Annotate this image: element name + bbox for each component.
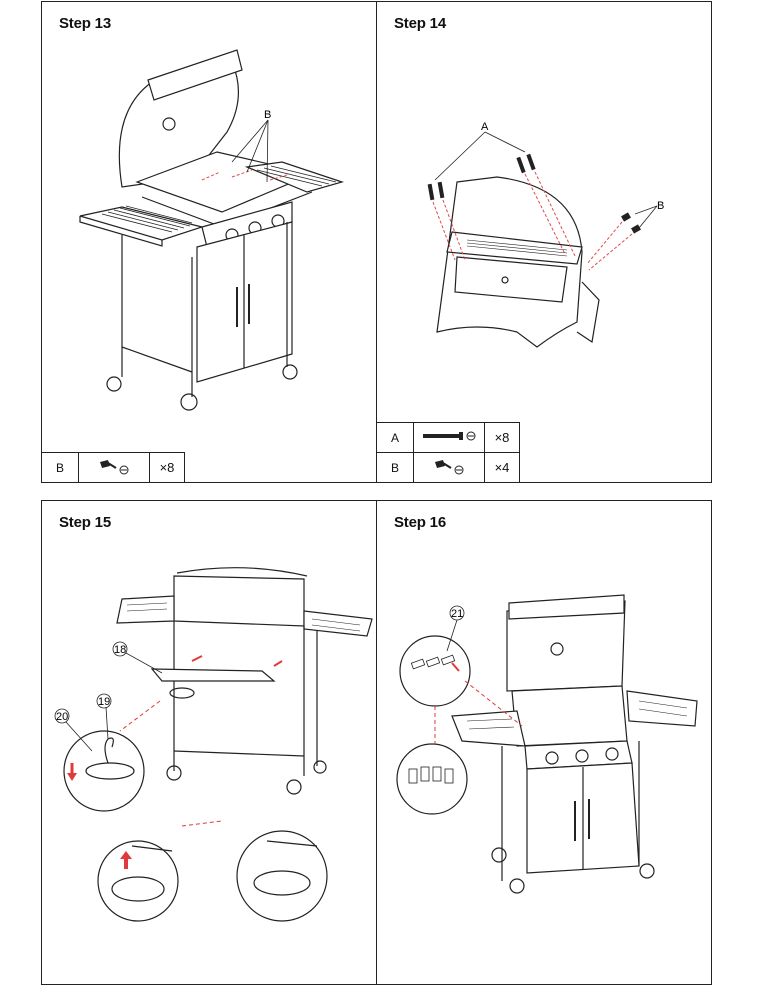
callout-19: 19 <box>98 696 110 708</box>
step-16-title: Step 16 <box>394 514 446 531</box>
step-15-panel: Step 15 <box>41 500 377 985</box>
step-14-title: Step 14 <box>394 15 446 32</box>
long-bolt-icon <box>413 422 485 453</box>
step-15-title: Step 15 <box>59 514 111 531</box>
callout-21: 21 <box>451 608 463 620</box>
grill-lid-open-illustration: B <box>79 49 345 411</box>
parts-row-b: B ×8 <box>41 452 185 483</box>
step-13-panel: Step 13 <box>41 1 377 483</box>
parts-row-b: B ×4 <box>376 452 520 483</box>
screw-with-washer-icon <box>78 452 150 483</box>
grease-cup-hook-illustration: 18 19 20 <box>54 567 373 922</box>
part-label: B <box>41 452 79 483</box>
part-label: B <box>376 452 414 483</box>
callout-b: B <box>264 109 271 121</box>
part-label: A <box>376 422 414 453</box>
flame-tamer-illustration: 21 <box>396 594 698 894</box>
parts-table-step-14: A ×8 B ×4 <box>376 422 520 483</box>
part-quantity: ×4 <box>484 452 520 483</box>
lid-back-bolts-illustration: A B <box>427 121 664 348</box>
step-13-title: Step 13 <box>59 15 111 32</box>
part-quantity: ×8 <box>149 452 185 483</box>
parts-row-a: A ×8 <box>376 422 520 453</box>
callout-20: 20 <box>56 711 68 723</box>
parts-table-step-13: B ×8 <box>41 452 185 483</box>
screw-with-washer-icon <box>413 452 485 483</box>
step-16-panel: Step 16 <box>376 500 712 985</box>
part-quantity: ×8 <box>484 422 520 453</box>
callout-a: A <box>481 121 489 133</box>
callout-b: B <box>657 200 664 212</box>
callout-18: 18 <box>114 644 126 656</box>
step-14-panel: Step 14 A <box>376 1 712 483</box>
